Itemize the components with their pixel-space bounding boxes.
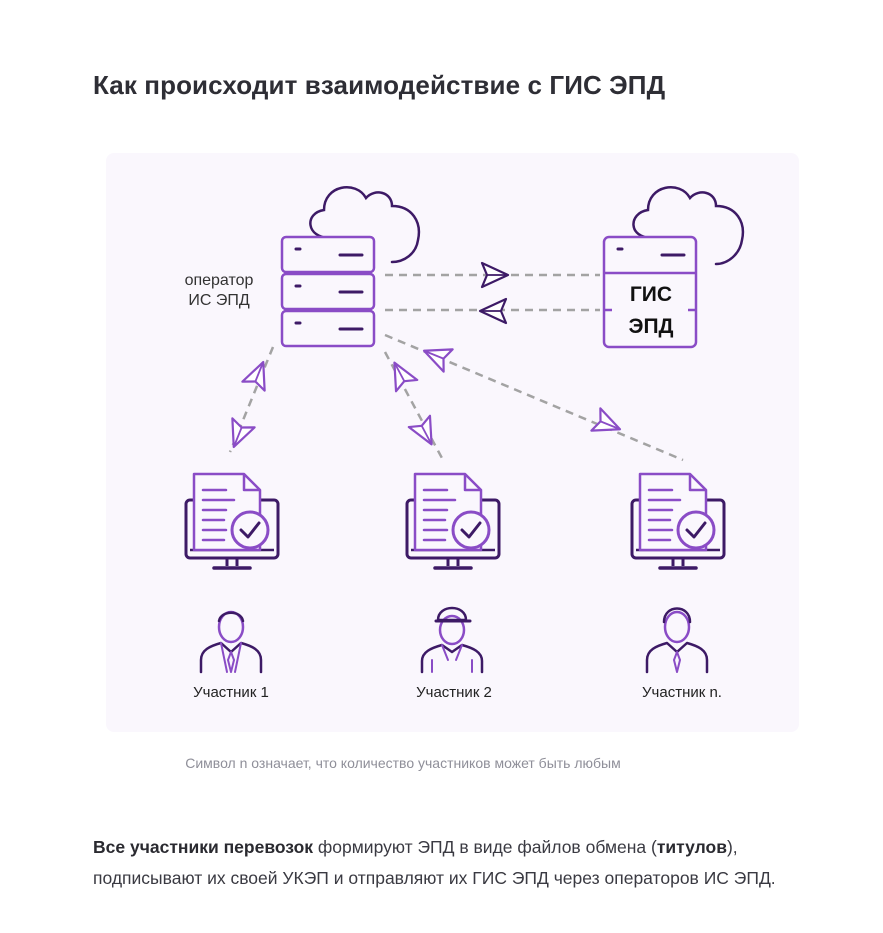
- arrow-participantn-up-icon: [418, 338, 454, 373]
- operator-server-icon: [280, 186, 421, 348]
- titles-bold-text: титулов: [656, 837, 727, 857]
- arrow-participantn-down-icon: [590, 407, 626, 442]
- description-paragraph: Все участники перевозок формируют ЭПД в …: [93, 832, 793, 894]
- operator-label-line2: ИС ЭПД: [188, 292, 250, 309]
- operator-participantn-line: [384, 333, 684, 462]
- participants-bold-text: Все участники перевозок: [93, 837, 314, 857]
- participant1-person-icon: [199, 610, 263, 674]
- operator-label-line1: оператор: [185, 272, 254, 289]
- participant2-computer-icon: [405, 472, 501, 570]
- gis-label-line1: ГИС: [630, 283, 672, 306]
- arrow-participant2-up-icon: [382, 355, 419, 393]
- diagram-caption: Символ n означает, что количество участн…: [185, 755, 621, 771]
- arrow-participant1-down-icon: [221, 417, 256, 453]
- operator-participant1-line: [228, 346, 275, 453]
- participant1-computer-icon: [184, 472, 280, 570]
- paragraph-text-1: формируют ЭПД в виде файлов обмена (: [313, 837, 657, 857]
- gis-server-icon: [602, 186, 745, 349]
- paragraph-text-2: ), подписывают их своей УКЭП и отправляю…: [93, 837, 776, 888]
- gis-label-line2: ЭПД: [629, 315, 674, 338]
- participantn-person-icon: [645, 607, 709, 674]
- arrow-participant2-down-icon: [407, 414, 444, 452]
- participant1-label: Участник 1: [193, 684, 269, 701]
- arrow-to-gis-icon: [480, 261, 510, 289]
- arrow-participant1-up-icon: [241, 356, 276, 392]
- participant2-person-icon: [420, 606, 484, 674]
- participantn-label: Участник n.: [642, 684, 722, 701]
- arrow-from-gis-icon: [478, 297, 508, 325]
- participant2-label: Участник 2: [416, 684, 492, 701]
- participantn-computer-icon: [630, 472, 726, 570]
- page-title: Как происходит взаимодействие с ГИС ЭПД: [93, 70, 666, 100]
